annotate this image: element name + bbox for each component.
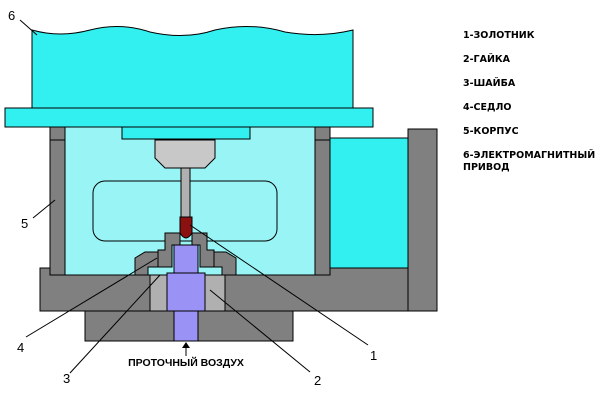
- leader-lines: [19, 19, 369, 374]
- right-wall: [407, 128, 438, 312]
- callout-2: 2: [314, 373, 321, 388]
- flow-label: ПРОТОЧНЫЙ ВОЗДУХ: [128, 356, 244, 369]
- washer-right: [213, 251, 237, 276]
- mounting-plate: [4, 107, 374, 128]
- legend: 1-ЗОЛОТНИК 2-ГАЙКА 3-ШАЙБА 4-СЕДЛО 5-КОР…: [463, 30, 605, 186]
- plunger: [154, 139, 216, 169]
- flow-arrow-icon: [182, 342, 190, 356]
- electromagnetic-drive: [31, 25, 354, 111]
- legend-item-nut: 2-ГАЙКА: [463, 54, 511, 65]
- housing-right-wall: [314, 139, 331, 276]
- air-passage-middle: [166, 272, 206, 312]
- seat-left: [157, 232, 181, 268]
- air-passage-lower: [173, 310, 199, 342]
- side-chamber: [329, 137, 409, 271]
- callout-6: 6: [8, 8, 15, 23]
- spool-tip: [179, 216, 193, 239]
- air-passage-upper: [173, 244, 199, 274]
- legend-item-seat: 4-СЕДЛО: [463, 102, 512, 113]
- legend-item-drive: 6-ЭЛЕКТРОМАГНИТНЫЙ ПРИВОД: [463, 150, 596, 173]
- callout-1: 1: [370, 348, 377, 363]
- nut-right: [204, 274, 226, 312]
- callout-4: 4: [17, 340, 24, 355]
- legend-item-washer: 3-ШАЙБА: [463, 78, 516, 89]
- housing-left-wall: [49, 139, 66, 276]
- legend-item-spool: 1-ЗОЛОТНИК: [463, 30, 535, 41]
- callout-5: 5: [21, 216, 28, 231]
- coupling-block: [121, 126, 251, 140]
- legend-item-housing: 5-КОРПУС: [463, 126, 519, 137]
- washer-left: [134, 251, 159, 276]
- callout-3: 3: [63, 371, 70, 386]
- stem: [180, 167, 191, 219]
